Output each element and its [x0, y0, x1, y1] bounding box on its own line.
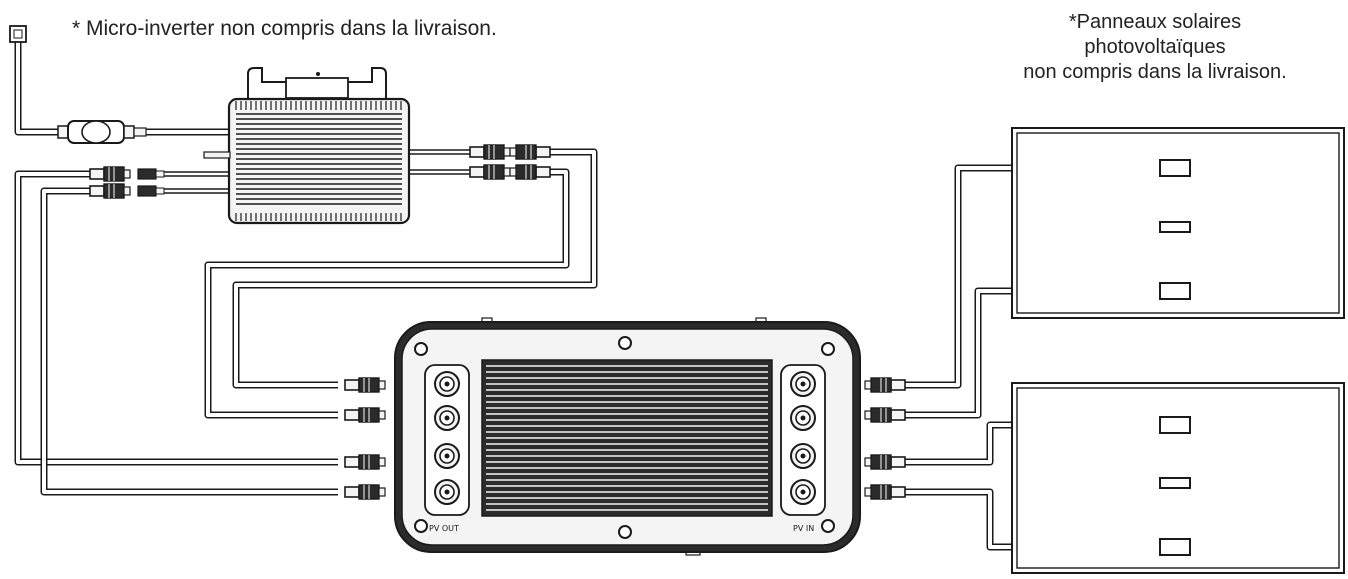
- cable-inverter-to-pvout-4: [40, 187, 338, 496]
- solar-panel-2: [1011, 382, 1345, 574]
- pv-out-label: PV OUT: [429, 524, 459, 533]
- solar-panels-note-line-3: non compris dans la livraison.: [1023, 61, 1287, 83]
- solar-panels-note-line-1: *Panneaux solaires: [1068, 11, 1242, 33]
- micro-inverter: [160, 67, 470, 225]
- solar-panel-1: [1011, 127, 1345, 319]
- micro-inverter-note: * Micro-inverter non compris dans la liv…: [72, 17, 497, 40]
- cable-inverter-to-pvout-1: [204, 168, 570, 419]
- inverter-dc-in-connectors: [89, 166, 165, 199]
- solar-panels-note-line-2: photovoltaïques: [1084, 36, 1226, 58]
- cable-inverter-to-pvout-2: [232, 148, 598, 389]
- device-pv-out-connectors: [344, 377, 386, 500]
- pv-in-label: PV IN: [793, 524, 814, 533]
- ac-cable: [14, 42, 232, 136]
- device-pv-in-connectors: [864, 377, 906, 500]
- solar-panels-note: *Panneaux solaires photovoltaïques non c…: [960, 10, 1348, 85]
- grid-plug-icon: [9, 25, 27, 43]
- inverter-dc-out-connectors: [469, 144, 551, 180]
- ac-coupler-icon: [57, 120, 147, 144]
- storage-device: PV OUT PV IN: [394, 317, 861, 556]
- cable-inverter-to-pvout-3: [14, 170, 338, 466]
